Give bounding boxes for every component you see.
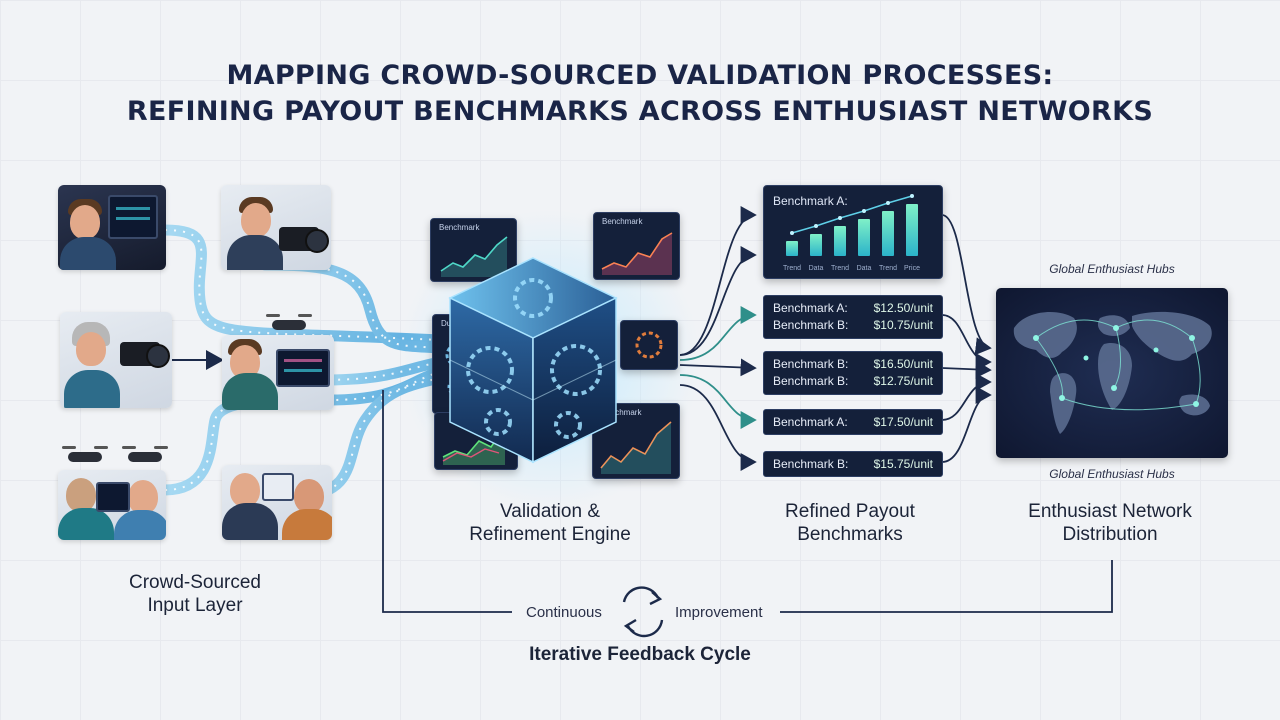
benchmark-row-1: Benchmark A: $12.50/unit Benchmark B: $1…: [763, 295, 943, 339]
benchmark-value: $15.75/unit: [873, 457, 933, 471]
engine-chart-side-right: [620, 320, 678, 370]
world-map-icon: [996, 288, 1228, 458]
benchmark-point: [910, 194, 914, 198]
benchmark-x-label: Data: [856, 265, 872, 272]
benchmark-value: $12.75/unit: [873, 374, 933, 388]
input-layer-label-line-2: Input Layer: [147, 595, 243, 616]
gear-icon: [635, 331, 663, 359]
benchmark-x-label: Price: [904, 265, 920, 272]
calibration-team-illustration: [222, 465, 332, 540]
photographer-illustration-2: [60, 312, 172, 408]
benchmark-value: $10.75/unit: [873, 318, 933, 332]
page-title: MAPPING CROWD-SOURCED VALIDATION PROCESS…: [0, 58, 1280, 130]
benchmark-row-2: Benchmark B: $16.50/unit Benchmark B: $1…: [763, 351, 943, 395]
benchmark-label: Benchmark B:: [773, 457, 849, 471]
drone-operator-illustration: [222, 335, 334, 410]
input-layer-label-line-1: Crowd-Sourced: [129, 572, 261, 593]
benchmark-point: [886, 201, 890, 205]
benchmark-a-chart: Benchmark A: Trend Data Trend Data Trend Pric…: [763, 185, 943, 279]
benchmark-point: [790, 231, 794, 235]
engine-label-line-2: Refinement Engine: [469, 524, 631, 545]
drone-icon: [266, 314, 312, 330]
network-label-line-1: Enthusiast Network: [1028, 501, 1192, 522]
benchmark-value: $12.50/unit: [873, 301, 933, 315]
camera-icon: [120, 342, 170, 368]
benchmark-label: Benchmark B:: [773, 318, 849, 332]
refresh-cycle-icon: [622, 586, 664, 638]
benchmark-point: [814, 224, 818, 228]
cycle-right-text: Improvement: [675, 604, 763, 621]
benchmark-chart-title: Benchmark A:: [773, 194, 848, 208]
drone-icon: [122, 446, 168, 462]
map-label-top: Global Enthusiast Hubs: [1049, 262, 1175, 276]
benchmark-row-3: Benchmark A: $17.50/unit: [763, 409, 943, 435]
benchmark-bar: [810, 234, 822, 256]
benchmark-bar: [834, 226, 846, 256]
engine-chart-top-right-caption: Benchmark: [602, 217, 643, 226]
feedback-loop: [382, 390, 1113, 613]
engine-label: Validation & Refinement Engine: [440, 500, 660, 546]
network-label-line-2: Distribution: [1062, 524, 1158, 545]
benchmark-bar: [906, 204, 918, 256]
benchmark-x-label: Trend: [783, 265, 802, 272]
benchmarks-label: Refined Payout Benchmarks: [740, 500, 960, 546]
engine-chart-top-left: Benchmark: [430, 218, 517, 282]
team-collaboration-illustration: [58, 470, 166, 540]
engine-label-line-1: Validation &: [500, 501, 600, 522]
engine-chart-top-left-caption: Benchmark: [439, 223, 480, 232]
benchmark-x-label: Trend: [831, 265, 850, 272]
benchmark-x-label: Data: [808, 265, 824, 272]
benchmark-x-label: Trend: [879, 265, 898, 272]
world-map-graphic: [1013, 311, 1212, 434]
engine-output-connectors: [679, 206, 757, 471]
benchmarks-label-line-2: Benchmarks: [797, 524, 903, 545]
camera-icon: [279, 227, 329, 253]
benchmarks-label-line-1: Refined Payout: [785, 501, 915, 522]
benchmark-value: $17.50/unit: [873, 415, 933, 429]
benchmark-bar: [858, 219, 870, 256]
benchmark-label: Benchmark B:: [773, 374, 849, 388]
benchmark-label: Benchmark A:: [773, 301, 848, 315]
feedback-cycle-caption: Iterative Feedback Cycle: [529, 644, 751, 665]
gamer-workstation-illustration: [58, 185, 166, 270]
title-line-1: MAPPING CROWD-SOURCED VALIDATION PROCESS…: [226, 60, 1054, 91]
benchmark-to-map-connectors: [941, 214, 992, 463]
benchmark-row-4: Benchmark B: $15.75/unit: [763, 451, 943, 477]
benchmark-point: [838, 216, 842, 220]
benchmark-label: Benchmark B:: [773, 357, 849, 371]
photographer-illustration-1: [221, 185, 331, 270]
engine-chart-bottom-right-caption: Benchmark: [601, 408, 642, 417]
benchmark-point: [862, 209, 866, 213]
benchmark-label: Benchmark A:: [773, 415, 848, 429]
benchmark-bar: [786, 241, 798, 256]
map-label-bottom: Global Enthusiast Hubs: [1049, 467, 1175, 481]
gear-icon: [466, 278, 602, 439]
input-layer-label: Crowd-Sourced Input Layer: [95, 571, 295, 617]
validation-engine-cube: [448, 257, 618, 464]
benchmark-trend-line: [790, 194, 914, 235]
title-line-2: REFINING PAYOUT BENCHMARKS ACROSS ENTHUS…: [126, 96, 1154, 127]
benchmark-value: $16.50/unit: [873, 357, 933, 371]
network-label: Enthusiast Network Distribution: [1000, 500, 1220, 546]
cycle-left-text: Continuous: [526, 604, 602, 621]
benchmark-bar: [882, 211, 894, 256]
drone-icon: [62, 446, 108, 462]
engine-chart-top-right: Benchmark: [593, 212, 680, 280]
